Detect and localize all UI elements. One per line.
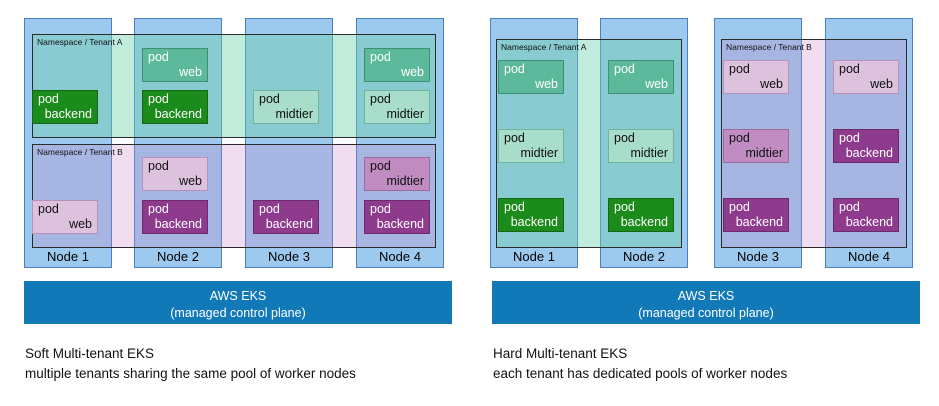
left-pod-b-node4-midtier[interactable]: pod midtier — [364, 157, 430, 191]
right-eks-control-plane-bar: AWS EKS (managed control plane) — [492, 281, 920, 324]
right-pod-b-node3-midtier[interactable]: pod midtier — [723, 129, 789, 163]
right-caption-line1: Hard Multi-tenant EKS — [493, 346, 628, 361]
pod-line1: pod — [38, 202, 59, 216]
pod-line1: pod — [614, 131, 635, 145]
left-namespace-label-b: Namespace / Tenant B — [37, 147, 123, 157]
right-pod-b-node4-backend-2[interactable]: pod backend — [833, 198, 899, 232]
pod-line1: pod — [839, 131, 860, 145]
left-node-label-1: Node 1 — [47, 249, 89, 264]
pod-line1: pod — [259, 202, 280, 216]
pod-line1: pod — [148, 50, 169, 64]
pod-line1: pod — [729, 200, 750, 214]
pod-line2: web — [179, 65, 202, 79]
pod-line1: pod — [148, 159, 169, 173]
pod-line2: midtier — [386, 107, 424, 121]
left-pod-a-node2-backend[interactable]: pod backend — [142, 90, 208, 124]
left-pod-b-node3-backend[interactable]: pod backend — [253, 200, 319, 234]
left-pod-b-node4-backend[interactable]: pod backend — [364, 200, 430, 234]
pod-line2: backend — [735, 215, 783, 229]
right-pod-a-node1-web[interactable]: pod web — [498, 60, 564, 94]
pod-line2: web — [760, 77, 783, 91]
pod-line2: backend — [154, 217, 202, 231]
left-caption-line2: multiple tenants sharing the same pool o… — [25, 366, 356, 381]
pod-line2: backend — [510, 215, 558, 229]
pod-line2: backend — [265, 217, 313, 231]
pod-line1: pod — [370, 50, 391, 64]
pod-line2: midtier — [275, 107, 313, 121]
left-node-label-2: Node 2 — [157, 249, 199, 264]
left-pod-b-node2-backend[interactable]: pod backend — [142, 200, 208, 234]
pod-line2: backend — [44, 107, 92, 121]
pod-line2: backend — [376, 217, 424, 231]
left-eks-line2: (managed control plane) — [170, 306, 306, 320]
right-eks-line1: AWS EKS — [677, 289, 735, 303]
left-pod-a-node2-web[interactable]: pod web — [142, 48, 208, 82]
left-namespace-label-a: Namespace / Tenant A — [37, 37, 123, 47]
left-caption-line1: Soft Multi-tenant EKS — [25, 346, 155, 361]
left-node-label-4: Node 4 — [379, 249, 421, 264]
pod-line2: backend — [845, 215, 893, 229]
pod-line1: pod — [614, 62, 635, 76]
right-caption: Hard Multi-tenant EKS each tenant has de… — [493, 344, 787, 384]
right-eks-line2: (managed control plane) — [638, 306, 774, 320]
right-pod-b-node4-backend-1[interactable]: pod backend — [833, 129, 899, 163]
pod-line1: pod — [148, 92, 169, 106]
right-namespace-label-b: Namespace / Tenant B — [726, 42, 812, 52]
pod-line2: web — [645, 77, 668, 91]
pod-line1: pod — [504, 131, 525, 145]
right-node-label-3: Node 3 — [737, 249, 779, 264]
right-pod-a-node2-midtier[interactable]: pod midtier — [608, 129, 674, 163]
right-node-label-2: Node 2 — [623, 249, 665, 264]
pod-line2: web — [535, 77, 558, 91]
pod-line1: pod — [839, 62, 860, 76]
left-node-label-3: Node 3 — [268, 249, 310, 264]
pod-line1: pod — [38, 92, 59, 106]
pod-line2: midtier — [630, 146, 668, 160]
pod-line1: pod — [259, 92, 280, 106]
pod-line1: pod — [504, 200, 525, 214]
pod-line2: backend — [620, 215, 668, 229]
left-pod-b-node1-web[interactable]: pod web — [32, 200, 98, 234]
right-pod-a-node2-web[interactable]: pod web — [608, 60, 674, 94]
left-eks-line1: AWS EKS — [209, 289, 267, 303]
left-pod-a-node3-midtier[interactable]: pod midtier — [253, 90, 319, 124]
pod-line1: pod — [148, 202, 169, 216]
right-pod-a-node1-midtier[interactable]: pod midtier — [498, 129, 564, 163]
left-pod-a-node1-backend[interactable]: pod backend — [32, 90, 98, 124]
pod-line2: backend — [154, 107, 202, 121]
right-pod-b-node3-web[interactable]: pod web — [723, 60, 789, 94]
pod-line1: pod — [370, 92, 391, 106]
right-pod-b-node4-web[interactable]: pod web — [833, 60, 899, 94]
right-pod-a-node2-backend[interactable]: pod backend — [608, 198, 674, 232]
right-node-label-4: Node 4 — [848, 249, 890, 264]
left-caption: Soft Multi-tenant EKS multiple tenants s… — [25, 344, 356, 384]
left-pod-a-node4-web[interactable]: pod web — [364, 48, 430, 82]
left-pod-b-node2-web[interactable]: pod web — [142, 157, 208, 191]
pod-line2: web — [69, 217, 92, 231]
pod-line2: web — [401, 65, 424, 79]
left-eks-control-plane-bar: AWS EKS (managed control plane) — [24, 281, 452, 324]
right-pod-a-node1-backend[interactable]: pod backend — [498, 198, 564, 232]
pod-line1: pod — [614, 200, 635, 214]
pod-line1: pod — [370, 202, 391, 216]
right-caption-line2: each tenant has dedicated pools of worke… — [493, 366, 788, 381]
pod-line2: midtier — [520, 146, 558, 160]
pod-line2: midtier — [745, 146, 783, 160]
pod-line1: pod — [839, 200, 860, 214]
right-pod-b-node3-backend[interactable]: pod backend — [723, 198, 789, 232]
pod-line2: web — [179, 174, 202, 188]
pod-line1: pod — [729, 62, 750, 76]
left-pod-a-node4-midtier[interactable]: pod midtier — [364, 90, 430, 124]
pod-line2: midtier — [386, 174, 424, 188]
right-namespace-label-a: Namespace / Tenant A — [501, 42, 587, 52]
pod-line2: backend — [845, 146, 893, 160]
pod-line1: pod — [729, 131, 750, 145]
pod-line1: pod — [504, 62, 525, 76]
pod-line1: pod — [370, 159, 391, 173]
right-node-label-1: Node 1 — [513, 249, 555, 264]
pod-line2: web — [870, 77, 893, 91]
